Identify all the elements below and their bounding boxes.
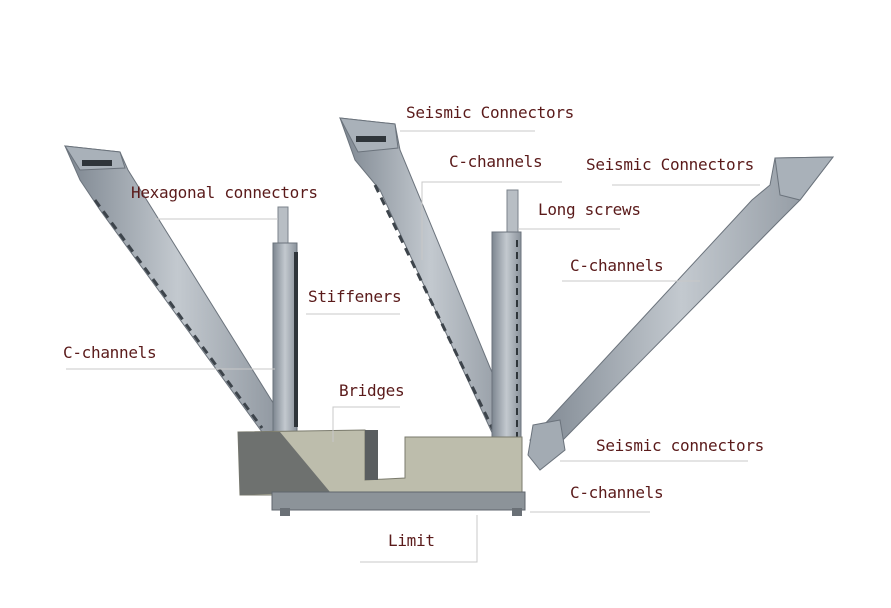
label-seismic-connectors-right: Seismic Connectors <box>586 155 754 174</box>
label-bridges: Bridges <box>339 381 405 400</box>
bridge-tray <box>237 429 526 516</box>
center-c-channel-arm <box>339 117 521 451</box>
label-c-channels-bottom: C-channels <box>570 483 664 502</box>
leader-lines <box>66 130 760 563</box>
left-c-channel-arm <box>64 145 291 433</box>
left-stiffener <box>272 206 298 434</box>
label-long-screws: Long screws <box>538 200 641 219</box>
center-vertical-channel <box>491 189 522 448</box>
label-stiffeners: Stiffeners <box>308 287 402 306</box>
label-c-channels-center: C-channels <box>449 152 543 171</box>
label-seismic-connectors-bottom: Seismic connectors <box>596 436 764 455</box>
label-c-channels-right: C-channels <box>570 256 664 275</box>
right-c-channel-arm <box>527 156 835 471</box>
label-seismic-connectors-top: Seismic Connectors <box>406 103 574 122</box>
label-limit: Limit <box>388 531 435 550</box>
label-hexagonal-connectors: Hexagonal connectors <box>131 183 318 202</box>
label-c-channels-left: C-channels <box>63 343 157 362</box>
